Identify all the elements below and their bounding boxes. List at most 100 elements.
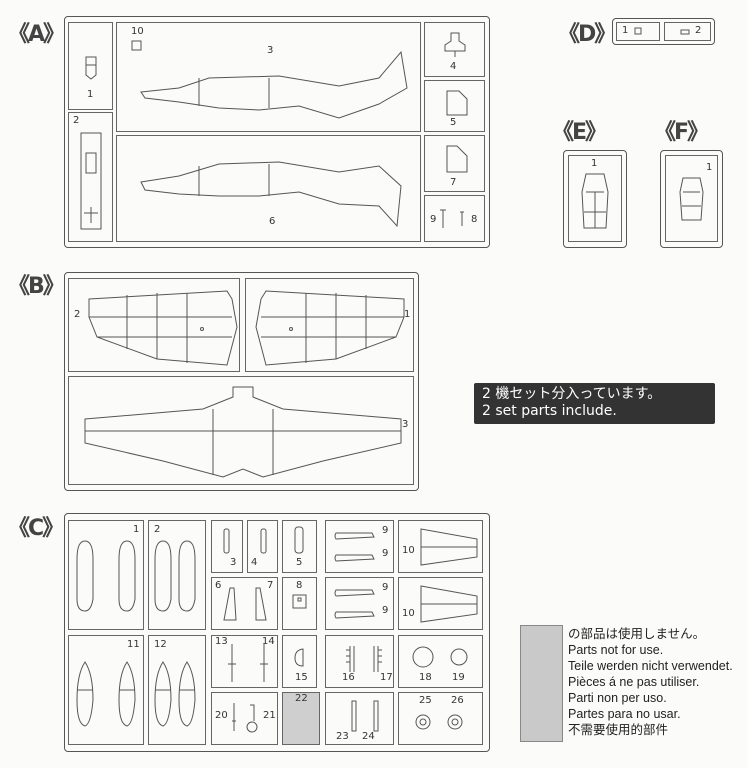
part-number: 10 <box>402 608 415 619</box>
part-c8: 8 <box>282 577 317 630</box>
part-a4: 4 <box>424 22 485 77</box>
part-number: 3 <box>267 45 274 56</box>
sprue-d: 1 2 <box>612 18 715 45</box>
part-c20-c21: 20 21 <box>211 692 278 745</box>
sprue-d-label: 《D》 <box>558 22 616 47</box>
part-c12: 12 <box>148 635 206 745</box>
part-a5: 5 <box>424 80 485 132</box>
part-number: 5 <box>450 117 457 128</box>
part-number: 7 <box>450 177 457 188</box>
part-e1: 1 <box>568 155 622 242</box>
unused-parts-swatch <box>520 625 563 742</box>
part-a7: 7 <box>424 135 485 192</box>
part-a2: 2 <box>68 112 113 242</box>
part-number: 1 <box>591 158 598 169</box>
sprue-f: 1 <box>660 150 723 248</box>
sprue-a-label: 《A》 <box>8 22 65 47</box>
sprue-b: 2 1 3 <box>64 272 419 491</box>
part-c9-top: 9 9 <box>325 520 394 573</box>
part-number: 10 <box>402 545 415 556</box>
part-number: 9 <box>430 214 437 225</box>
part-d2: 2 <box>664 22 711 41</box>
part-number: 24 <box>362 731 375 742</box>
part-c1: 1 <box>68 520 144 630</box>
part-b1: 1 <box>245 278 414 372</box>
part-number: 1 <box>622 25 629 36</box>
part-number: 2 <box>73 115 80 126</box>
sprue-b-label: 《B》 <box>8 274 65 299</box>
legend-line: Parti non per uso. <box>568 691 667 705</box>
part-number: 1 <box>404 309 411 320</box>
part-number: 9 <box>382 605 389 616</box>
part-c18-c19: 18 19 <box>398 635 483 688</box>
part-number: 6 <box>269 216 276 227</box>
part-number: 19 <box>452 672 465 683</box>
part-b2: 2 <box>68 278 240 372</box>
part-number: 4 <box>450 61 457 72</box>
part-number: 1 <box>87 89 94 100</box>
part-c4: 4 <box>247 520 278 573</box>
part-number: 12 <box>154 639 167 650</box>
part-c22-unused: 22 <box>282 692 320 745</box>
part-number: 13 <box>215 636 228 647</box>
part-c25-c26: 25 26 <box>398 692 483 745</box>
sprue-e: 1 <box>563 150 627 248</box>
part-number: 21 <box>263 710 276 721</box>
part-f1: 1 <box>665 155 718 242</box>
legend-line: Teile werden nicht verwendet. <box>568 659 733 673</box>
part-number: 2 <box>695 25 702 36</box>
legend-line: 不需要使用的部件 <box>568 723 669 737</box>
part-c5: 5 <box>282 520 317 573</box>
part-number: 9 <box>382 582 389 593</box>
part-number: 15 <box>295 672 308 683</box>
part-number: 1 <box>706 162 713 173</box>
part-number: 20 <box>215 710 228 721</box>
part-number: 2 <box>154 524 161 535</box>
part-number: 5 <box>296 557 303 568</box>
part-number: 14 <box>262 636 275 647</box>
part-c9-bottom: 9 9 <box>325 577 394 630</box>
part-a1: 1 <box>68 22 113 110</box>
part-number: 2 <box>74 309 81 320</box>
part-number: 17 <box>380 672 393 683</box>
part-c16-c17: 16 17 <box>325 635 394 688</box>
part-number: 1 <box>133 524 140 535</box>
note-line-jp: 2 機セット分入っています。 <box>482 386 662 402</box>
sprue-f-label: 《F》 <box>654 120 709 145</box>
sprue-c: 1 2 3 4 5 9 9 10 6 7 8 9 9 10 <box>64 513 490 752</box>
part-c6-c7: 6 7 <box>211 577 278 630</box>
part-number: 7 <box>267 580 274 591</box>
part-number: 9 <box>382 548 389 559</box>
part-number: 22 <box>295 693 308 704</box>
part-c11: 11 <box>68 635 144 745</box>
note-line-en: 2 set parts include. <box>482 403 617 419</box>
part-c3: 3 <box>211 520 243 573</box>
sprue-a: 1 2 10 3 6 4 5 7 9 8 <box>64 16 490 248</box>
part-c2: 2 <box>148 520 206 630</box>
part-number: 18 <box>419 672 432 683</box>
two-set-note: 2 機セット分入っています。 2 set parts include. <box>474 383 715 424</box>
part-a8-a9: 9 8 <box>424 195 485 242</box>
part-c10-bottom: 10 <box>398 577 483 630</box>
legend-line: Partes para no usar. <box>568 707 681 721</box>
part-c15: 15 <box>282 635 317 688</box>
part-number: 9 <box>382 525 389 536</box>
part-b3: 3 <box>68 376 414 485</box>
part-number: 3 <box>402 419 409 430</box>
part-number: 23 <box>336 731 349 742</box>
part-number: 10 <box>131 26 144 37</box>
part-c13-c14: 13 14 <box>211 635 278 688</box>
part-number: 11 <box>127 639 140 650</box>
part-number: 26 <box>451 695 464 706</box>
legend-line: Pièces á ne pas utiliser. <box>568 675 700 689</box>
part-a6: 6 <box>116 135 421 242</box>
part-number: 8 <box>471 214 478 225</box>
unused-parts-legend: の部品は使用しません。 Parts not for use. Teile wer… <box>568 626 733 738</box>
part-number: 3 <box>230 557 237 568</box>
part-c23-c24: 23 24 <box>325 692 394 745</box>
part-number: 8 <box>296 580 303 591</box>
part-c10-top: 10 <box>398 520 483 573</box>
sprue-e-label: 《E》 <box>552 120 607 145</box>
part-number: 25 <box>419 695 432 706</box>
